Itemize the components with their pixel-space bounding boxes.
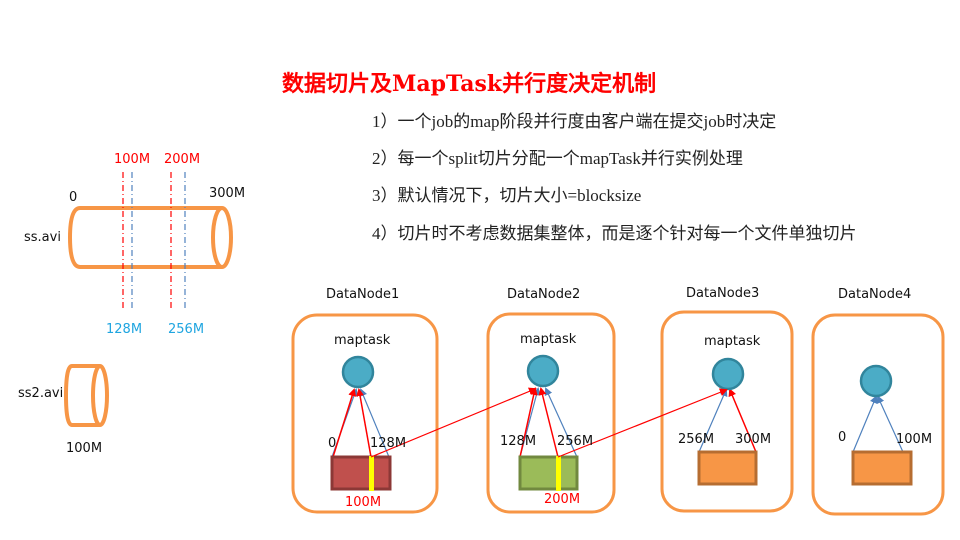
point-4: 4）切片时不考虑数据集整体，而是逐个针对每一个文件单独切片	[372, 224, 857, 243]
datanode-2-box	[486, 312, 616, 514]
node4-maptask-icon	[859, 364, 893, 398]
datanode-4-right-label: 100M	[896, 432, 933, 447]
node3-arrow-red-right	[728, 388, 757, 453]
node2-maptask-icon	[526, 354, 560, 388]
datanode-1-bottom-label: 100M	[345, 495, 382, 510]
datanode-1-maptask-label: maptask	[334, 333, 391, 348]
point-2: 2）每一个split切片分配一个mapTask并行实例处理	[372, 149, 743, 168]
node2-arrow-red-right	[538, 387, 559, 458]
datanode-4-left-label: 0	[838, 430, 847, 445]
node2-block	[518, 455, 579, 491]
node4-arrow-blue-right	[876, 395, 904, 453]
node1-split-marker	[369, 456, 374, 491]
point-3: 3）默认情况下，切片大小=blocksize	[372, 186, 642, 205]
split-label-100m: 100M	[114, 152, 151, 167]
ss2-avi-size-label: 100M	[66, 441, 103, 456]
datanode-4-box	[811, 313, 945, 516]
ss-avi-end-label: 300M	[209, 186, 246, 201]
node4-arrow-blue-left	[852, 395, 878, 453]
node4-block	[851, 450, 913, 486]
datanode-2-right-label: 256M	[557, 434, 594, 449]
ss-avi-start-label: 0	[69, 190, 78, 205]
node2-arrow-red-left	[519, 387, 538, 458]
datanode-3-maptask-label: maptask	[704, 334, 761, 349]
cross-arrow-node1-to-node2	[370, 387, 537, 458]
datanode-2-left-label: 128M	[500, 434, 537, 449]
node1-arrow-red-right	[356, 388, 372, 458]
node3-arrow-blue-left	[698, 388, 728, 453]
datanode-4-title: DataNode4	[838, 287, 912, 302]
datanode-1-box	[291, 313, 439, 514]
datanode-3-title: DataNode3	[686, 286, 760, 301]
datanode-2-maptask-label: maptask	[520, 332, 577, 347]
block-label-256m: 256M	[168, 322, 205, 337]
datanode-3-left-label: 256M	[678, 432, 715, 447]
datanode-2-bottom-label: 200M	[544, 492, 581, 507]
block-label-128m: 128M	[106, 322, 143, 337]
node3-maptask-icon	[711, 357, 745, 391]
cross-arrow-node2-to-node3	[557, 388, 728, 458]
point-1: 1）一个job的map阶段并行度由客户端在提交job时决定	[372, 112, 777, 131]
node1-block	[330, 455, 392, 491]
ss2-avi-name: ss2.avi	[18, 386, 64, 401]
node2-split-marker	[556, 456, 561, 491]
datanode-3-right-label: 300M	[735, 432, 772, 447]
datanode-1-title: DataNode1	[326, 287, 400, 302]
datanode-2-title: DataNode2	[507, 287, 581, 302]
node1-maptask-icon	[341, 355, 375, 389]
file-cylinder-ss2-avi	[63, 364, 109, 427]
datanode-1-left-label: 0	[328, 436, 337, 451]
node1-arrow-red-left	[332, 388, 357, 458]
page-title: 数据切片及MapTask并行度决定机制	[282, 71, 657, 97]
node1-arrow-blue-right	[359, 388, 390, 458]
datanode-1-right-label: 128M	[370, 436, 407, 451]
file-cylinder-ss-avi	[67, 206, 233, 269]
split-label-200m: 200M	[164, 152, 201, 167]
node2-arrow-blue-right	[544, 387, 578, 458]
datanode-3-box	[660, 310, 794, 513]
ss-avi-name: ss.avi	[24, 230, 61, 245]
node3-block	[697, 450, 758, 486]
